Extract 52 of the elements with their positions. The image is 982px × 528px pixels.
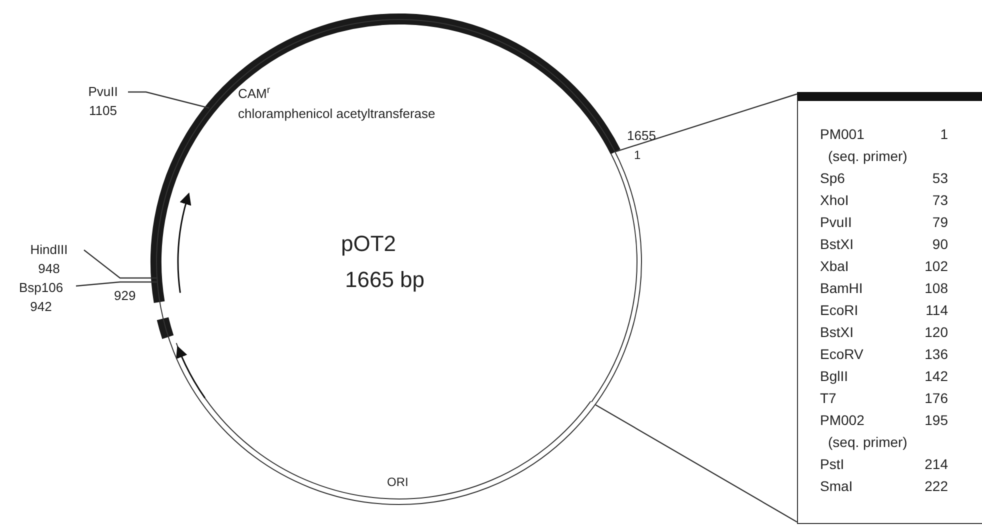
position-label: 929 [114,288,136,304]
site-name: T7 [820,389,838,408]
site-position: 114 [924,301,948,320]
table-note: (seq. primer) [827,147,908,166]
gene-label: CAM$^{r}$ [238,86,270,102]
region-label: ORI [387,474,408,490]
site-name: BglII [820,367,850,386]
site-name: PvuII [88,83,118,101]
site-position: 214 [924,455,948,474]
site-position: 948 [38,260,60,278]
site-name: PM001 [820,125,866,144]
site-name: Bsp106 [18,279,64,297]
site-name: BstXI [820,235,854,254]
site-position: 942 [30,298,52,316]
zoom-line [615,93,798,152]
site-name: PvuII [820,213,853,232]
site-position: 53 [931,169,948,188]
site-position: 142 [924,367,948,386]
leader-line [76,281,157,287]
plasmid-name: pOT2 [341,231,396,257]
site-position: 73 [931,191,948,210]
site-position: 79 [931,213,948,232]
site-name: XhoI [820,191,850,210]
site-position: 1 [939,125,948,144]
site-name: XbaI [820,257,850,276]
site-position: 102 [924,257,948,276]
site-name: HindIII [30,241,68,259]
leader-line [84,250,157,279]
site-position: 195 [924,411,948,430]
site-position: 108 [924,279,948,298]
site-position: 176 [924,389,948,408]
site-name: EcoRI [820,301,860,320]
site-name: Sp6 [820,169,846,188]
site-name: SmaI [820,477,854,496]
site-name: BstXI [820,323,854,342]
position-label: 1 [634,147,641,163]
site-name: BamHI [820,279,864,298]
site-position: 120 [924,323,948,342]
plasmid-size: 1665 bp [345,267,425,293]
site-position: 136 [924,345,948,364]
site-name: EcoRV [820,345,864,364]
site-position: 90 [931,235,948,254]
site-name: PstI [820,455,846,474]
gene-label: chloramphenicol acetyltransferase [238,106,436,122]
site-name: PM002 [820,411,866,430]
zoom-line [595,404,798,523]
site-table [797,92,982,524]
leader-line [128,91,210,109]
table-note: (seq. primer) [827,433,908,452]
site-position: 1105 [89,102,117,120]
position-label: 1655 [627,128,656,144]
site-position: 222 [924,477,948,496]
